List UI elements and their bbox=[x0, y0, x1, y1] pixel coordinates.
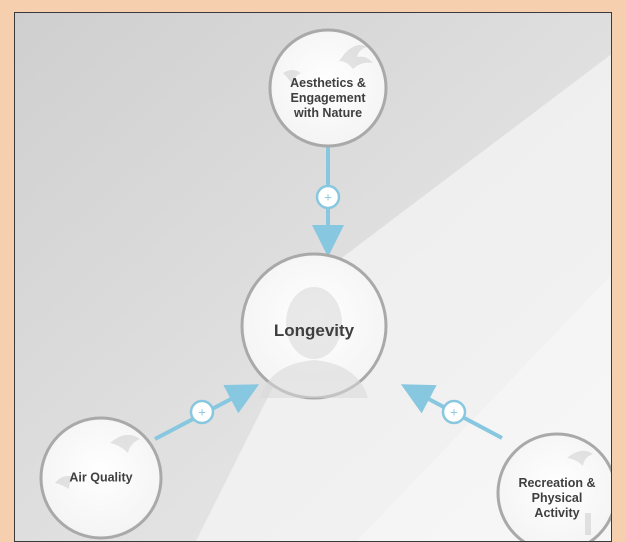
node-aesthetics bbox=[268, 28, 388, 148]
node-label-recreation-line-3: Activity bbox=[534, 505, 580, 520]
plus-badge-left: + bbox=[189, 399, 215, 425]
leaf-silhouette-icon bbox=[55, 434, 140, 489]
bird-silhouette-icon bbox=[283, 45, 373, 85]
node-recreation bbox=[496, 432, 611, 541]
diagram-frame: + + + bbox=[14, 12, 612, 542]
node-air-quality bbox=[39, 416, 163, 540]
node-label-air-quality-line-1: Air Quality bbox=[69, 470, 133, 485]
node-label-aesthetics-line-2: Engagement bbox=[290, 90, 366, 105]
plus-sign-left: + bbox=[198, 405, 206, 420]
diagram-canvas: + + + bbox=[15, 13, 611, 541]
node-label-air-quality: Air Quality bbox=[46, 471, 156, 486]
node-label-recreation: Recreation & Physical Activity bbox=[502, 475, 611, 520]
node-label-aesthetics-line-1: Aesthetics & bbox=[290, 75, 366, 90]
node-label-aesthetics-line-3: with Nature bbox=[293, 105, 363, 120]
node-label-recreation-line-1: Recreation & bbox=[518, 475, 596, 490]
node-label-longevity: Longevity bbox=[273, 320, 355, 340]
plus-sign-right: + bbox=[450, 405, 458, 420]
plus-badge-top: + bbox=[315, 184, 341, 210]
person-silhouette-icon bbox=[260, 287, 368, 398]
plus-badge-right: + bbox=[441, 399, 467, 425]
plus-sign-top: + bbox=[324, 190, 332, 205]
node-longevity bbox=[240, 252, 388, 400]
node-label-recreation-line-2: Physical bbox=[531, 490, 583, 505]
tree-silhouette-icon bbox=[567, 450, 593, 535]
node-label-aesthetics: Aesthetics & Engagement with Nature bbox=[273, 76, 383, 120]
